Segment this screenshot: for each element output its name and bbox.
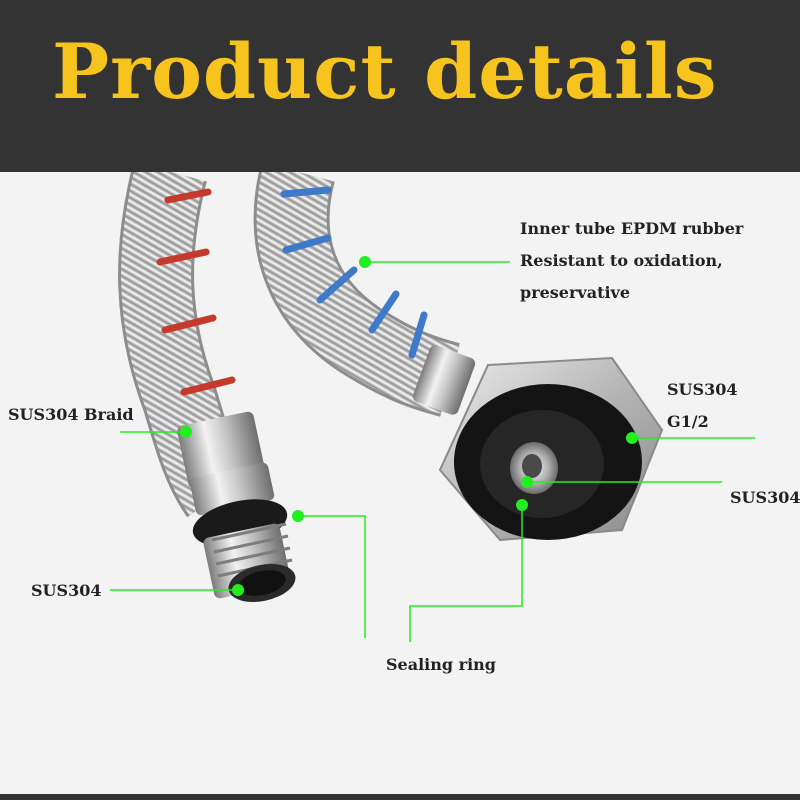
hex-nut xyxy=(412,345,664,542)
label-sealing-ring: Sealing ring xyxy=(386,655,496,674)
label-braid: SUS304 Braid xyxy=(8,405,134,424)
label-nut-thread: G1/2 xyxy=(667,412,709,431)
label-inner-tube-2: Resistant to oxidation, xyxy=(520,251,723,270)
label-nut-bore: SUS304 xyxy=(730,488,800,507)
bottom-bar xyxy=(0,794,800,800)
male-fitting xyxy=(177,411,296,602)
label-nut-material: SUS304 xyxy=(667,380,738,399)
page-title: Product details xyxy=(52,27,718,116)
product-photo xyxy=(0,172,800,794)
label-inner-tube-1: Inner tube EPDM rubber xyxy=(520,219,744,238)
header-bar: Product details xyxy=(0,0,800,172)
label-inner-tube-3: preservative xyxy=(520,283,631,302)
label-male-thread: SUS304 xyxy=(31,581,102,600)
right-hose xyxy=(253,172,460,417)
